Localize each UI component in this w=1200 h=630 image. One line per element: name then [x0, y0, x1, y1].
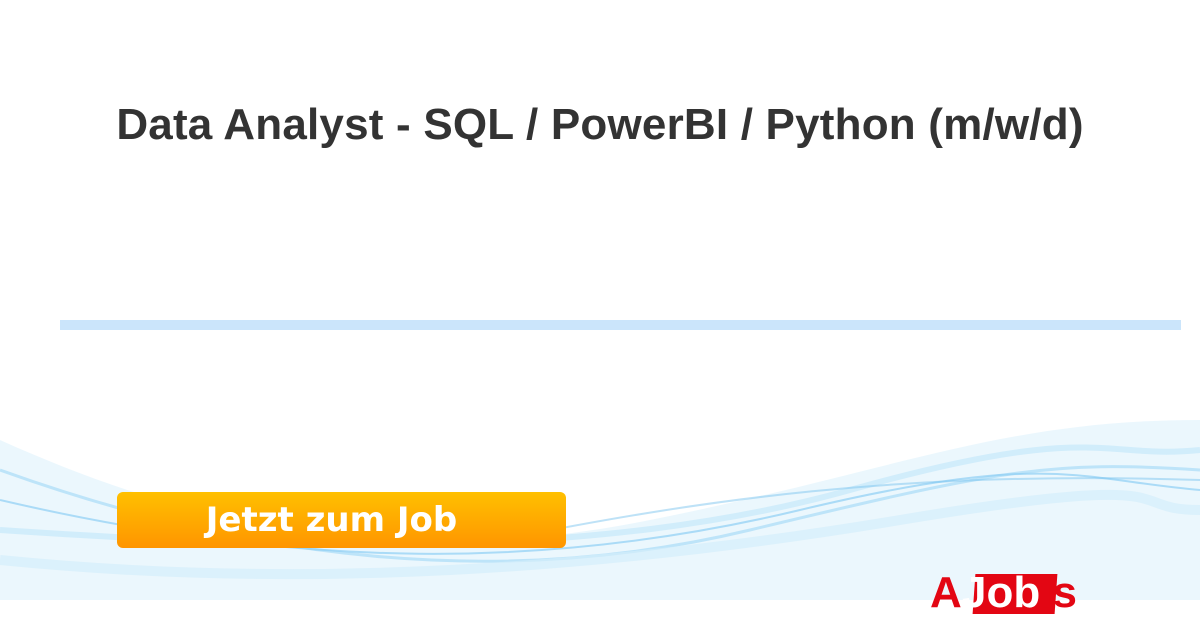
logo-letter-a: A — [930, 568, 962, 617]
logo-wordmark: Jobis — [962, 568, 1077, 618]
logo-is: is — [1040, 568, 1077, 617]
apply-job-button[interactable]: Jetzt zum Job — [117, 492, 566, 548]
job-title: Data Analyst - SQL / PowerBI / Python (m… — [116, 100, 1084, 149]
divider — [60, 320, 1181, 330]
logo-job: Job — [962, 568, 1041, 617]
ajobis-logo[interactable]: A Jobis — [930, 566, 1100, 618]
